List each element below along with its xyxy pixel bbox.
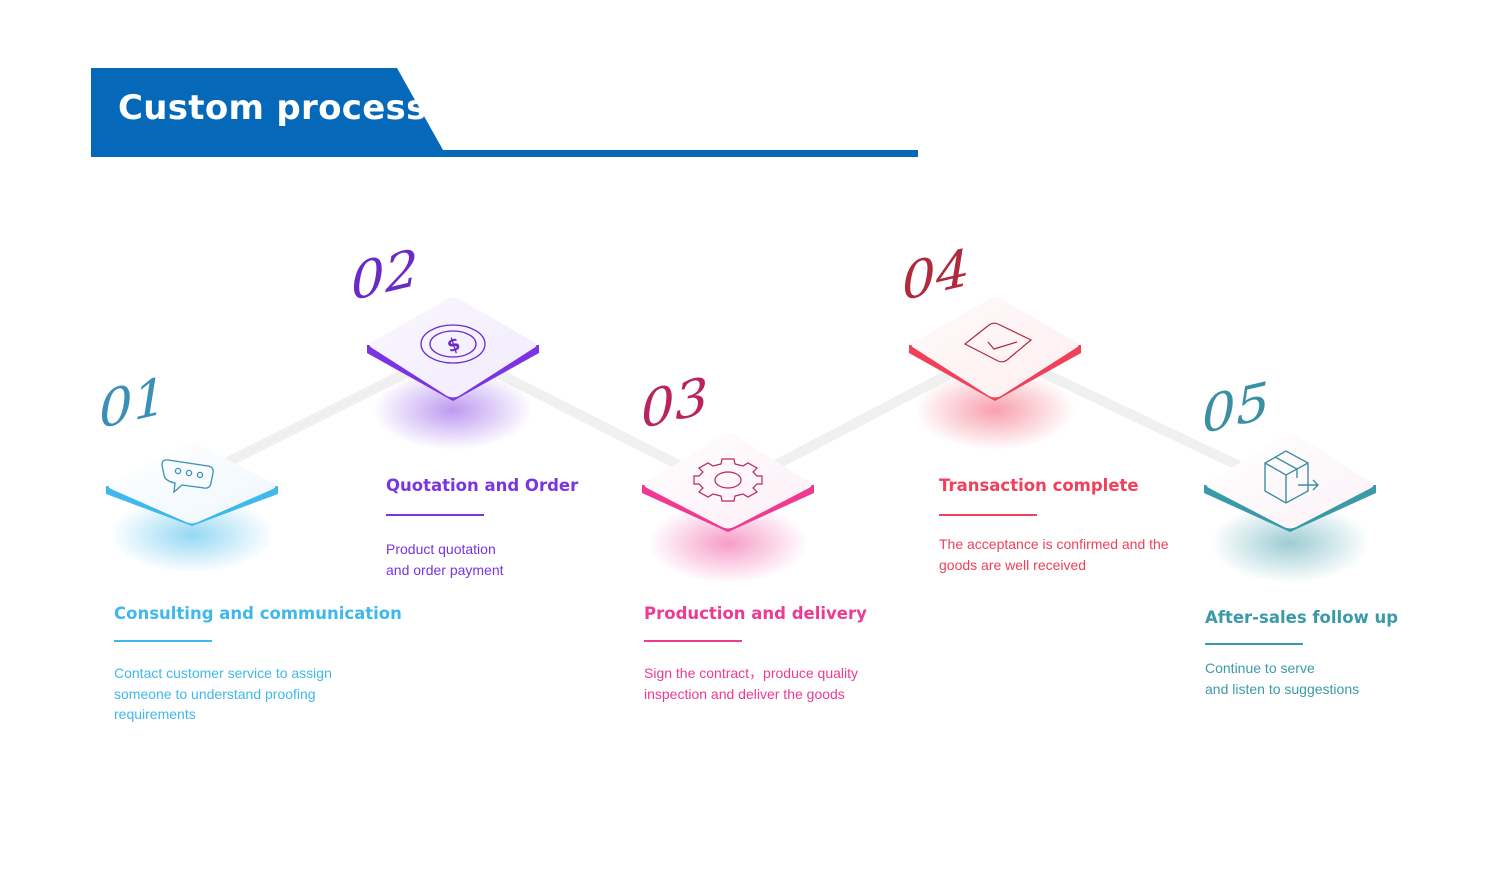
- step-03-description: Sign the contract，produce quality inspec…: [644, 663, 858, 704]
- step-04-desc-line: goods are well received: [939, 556, 1087, 573]
- checked-envelope-icon: [963, 322, 1033, 363]
- step-05-underline: [1205, 643, 1303, 645]
- header-banner-shape: [91, 68, 918, 157]
- page-title: Custom process: [118, 88, 427, 128]
- step-01-number: 01: [98, 366, 168, 441]
- step-04-underline: [939, 514, 1037, 516]
- svg-text:$: $: [445, 333, 463, 357]
- step-01-desc-line: Contact customer service to assign: [114, 665, 332, 681]
- step-04-number: 04: [901, 238, 971, 313]
- step-03-underline: [644, 640, 742, 642]
- step-02-underline: [386, 514, 484, 516]
- step-05-title: After-sales follow up: [1205, 608, 1399, 627]
- step-01-description: Contact customer service to assign someo…: [114, 663, 332, 725]
- step-05-desc-line: Continue to serve: [1205, 660, 1315, 676]
- step-03-desc-line: Sign the contract，produce quality: [644, 665, 859, 681]
- step-05-tile: [1204, 433, 1376, 583]
- header-banner: Custom process: [0, 0, 1486, 170]
- step-03-number: 03: [640, 366, 710, 441]
- dollar-coin-icon: $: [420, 324, 486, 364]
- step-02-description: Product quotation and order payment: [386, 539, 504, 580]
- package-box-icon: [1264, 450, 1319, 504]
- step-05-number: 05: [1201, 371, 1271, 446]
- step-01-desc-line: someone to understand proofing: [114, 685, 316, 702]
- step-01-desc-line: requirements: [114, 706, 196, 722]
- step-01-underline: [114, 640, 212, 642]
- step-03-desc-line: inspection and deliver the goods: [644, 685, 845, 702]
- step-04-title: Transaction complete: [939, 476, 1139, 495]
- step-03-tile: [642, 433, 814, 583]
- step-05-desc-line: and listen to suggestions: [1205, 680, 1360, 697]
- step-02-number: 02: [350, 238, 420, 313]
- chat-bubble-icon: [161, 459, 214, 494]
- step-02-desc-line: Product quotation: [386, 541, 496, 557]
- step-02-title: Quotation and Order: [386, 476, 579, 495]
- step-02-desc-line: and order payment: [386, 561, 504, 578]
- step-04-desc-line: The acceptance is confirmed and the: [939, 536, 1169, 552]
- step-04-tile: [909, 297, 1081, 450]
- gear-icon: [693, 458, 763, 502]
- step-01-title: Consulting and communication: [114, 604, 402, 623]
- step-04-description: The acceptance is confirmed and the good…: [939, 534, 1169, 575]
- step-02-tile: $: [367, 297, 539, 450]
- step-05-description: Continue to serve and listen to suggesti…: [1205, 658, 1359, 699]
- step-01-tile: [106, 442, 278, 573]
- step-03-title: Production and delivery: [644, 604, 867, 623]
